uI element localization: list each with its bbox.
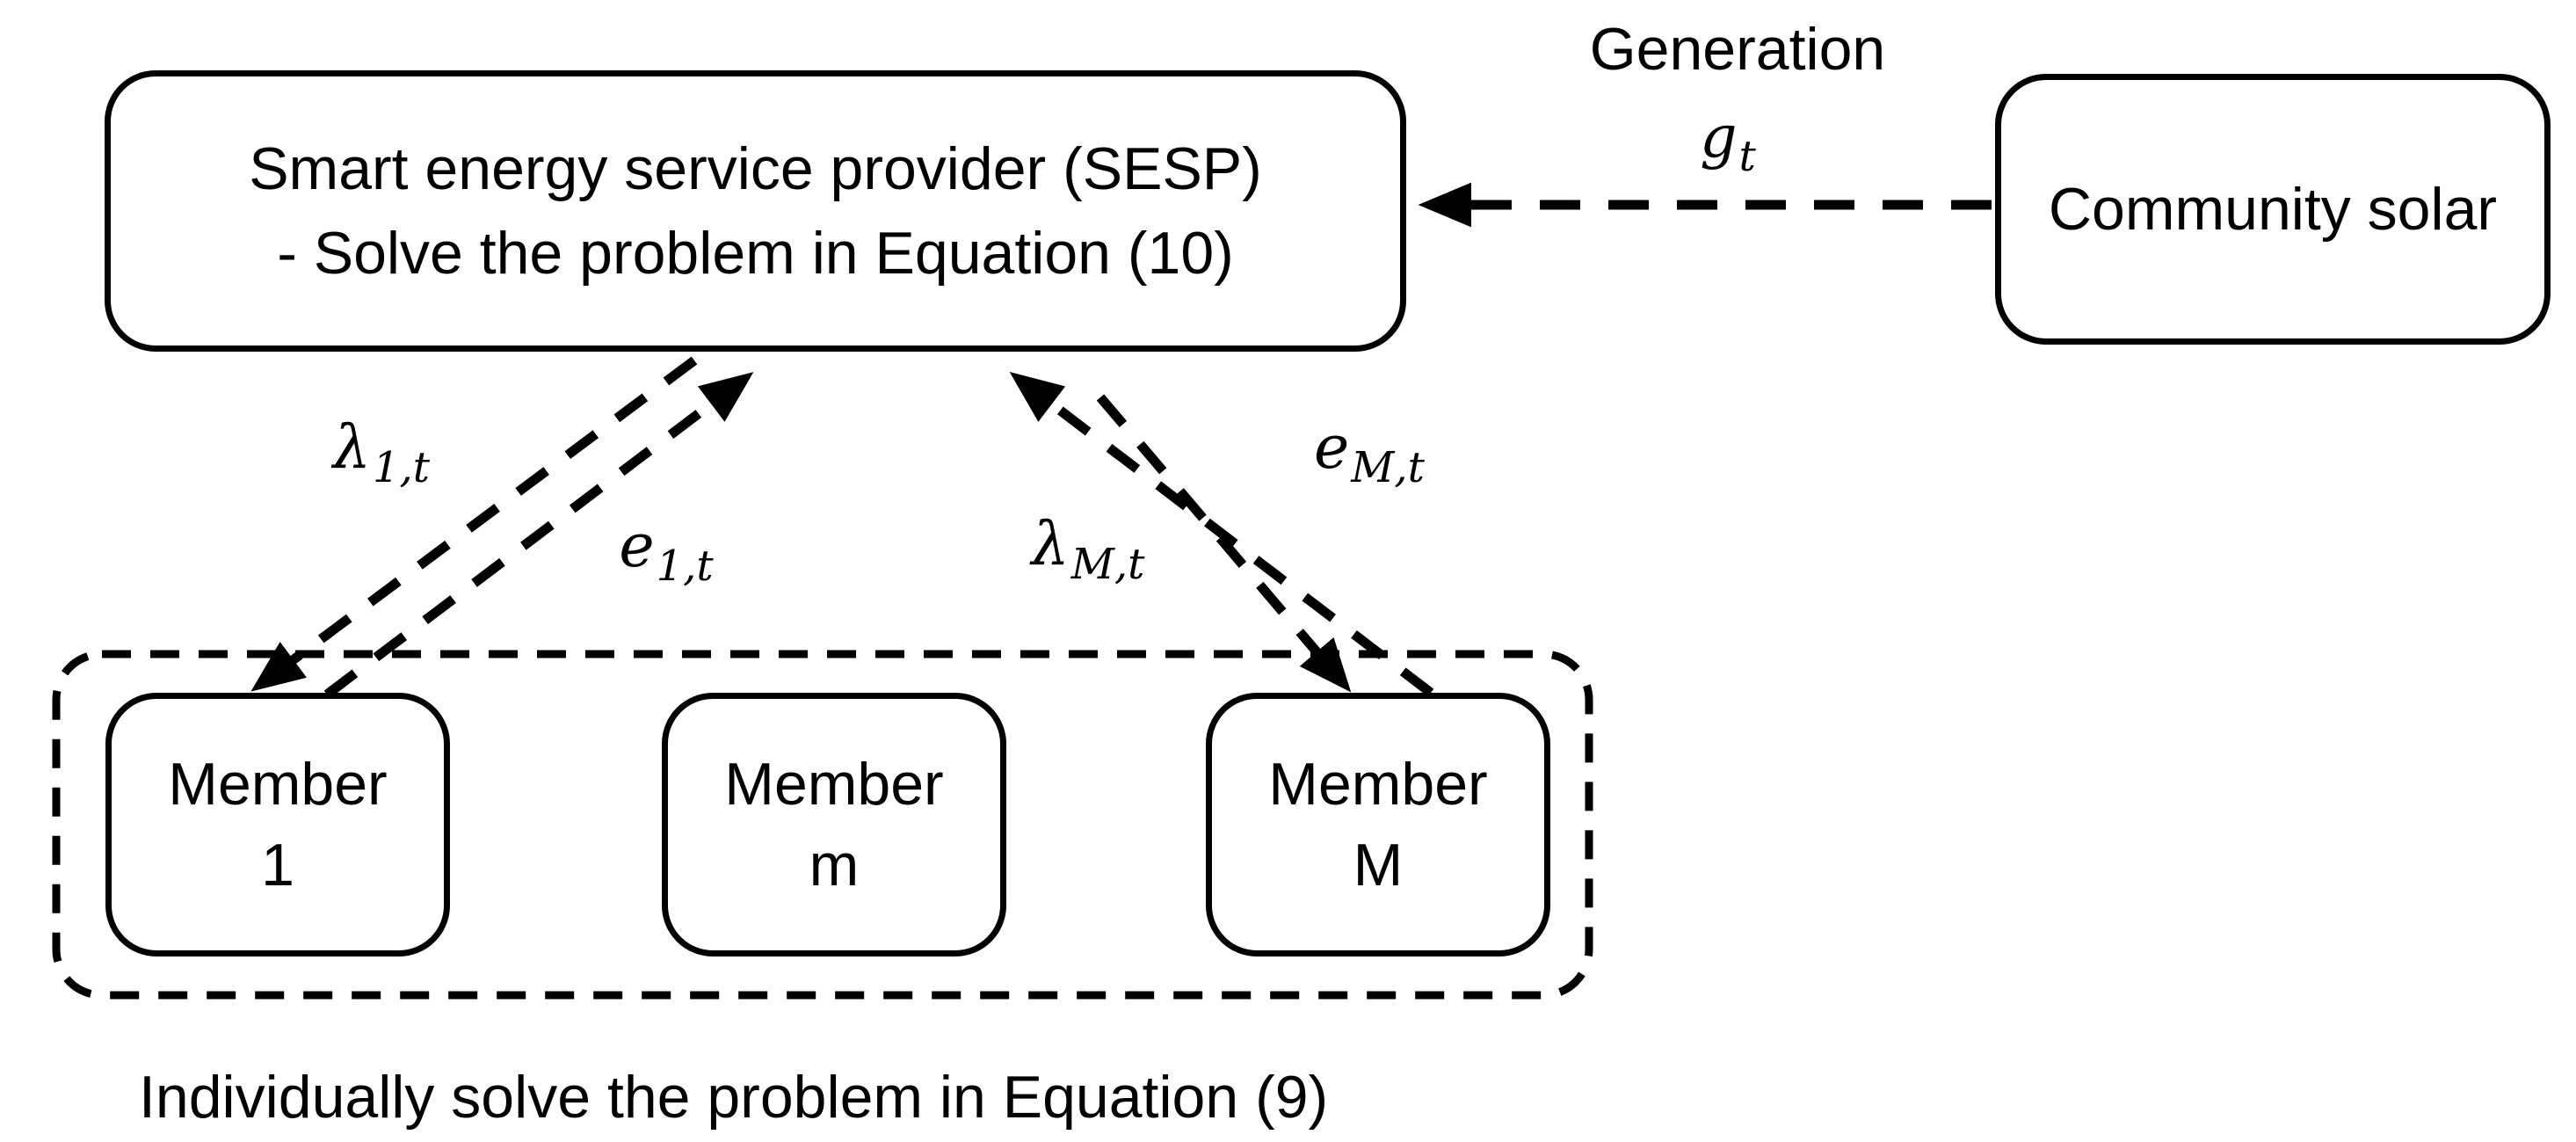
member-1-label-line2: 1 xyxy=(261,832,294,898)
e-M-subscript: M,t xyxy=(1351,443,1425,492)
e-1-arrow xyxy=(323,372,754,699)
community-solar-node: Community solar xyxy=(1995,74,2551,345)
e-1-label: e1,t xyxy=(619,510,713,603)
member-M-label-line2: M xyxy=(1353,832,1404,898)
sesp-subtitle: - Solve the problem in Equation (10) xyxy=(277,220,1234,287)
member-M-label-line1: Member xyxy=(1268,751,1488,818)
generation-symbol: gt xyxy=(1700,104,1756,190)
e-M-label: eM,t xyxy=(1314,411,1425,505)
generation-symbol-subscript: t xyxy=(1738,132,1756,181)
member-m-node: Member m xyxy=(662,693,1006,957)
member-1-label-line1: Member xyxy=(168,751,388,818)
e-1-base: e xyxy=(619,512,655,581)
lambda-1-base: λ xyxy=(332,413,372,483)
e-M-base: e xyxy=(1314,413,1350,483)
member-m-label-line2: m xyxy=(809,832,860,898)
lambda-M-label: λM,t xyxy=(1032,508,1145,601)
generation-symbol-base: g xyxy=(1700,103,1738,171)
lambda-1-arrow xyxy=(250,356,698,692)
lambda-1-label: λ1,t xyxy=(333,411,430,505)
e-M-arrow xyxy=(1009,372,1434,697)
generation-label: Generation xyxy=(1589,16,1886,83)
lambda-M-subscript: M,t xyxy=(1070,540,1145,589)
e-1-subscript: 1,t xyxy=(656,542,714,591)
sesp-title: Smart energy service provider (SESP) xyxy=(249,135,1262,202)
lambda-M-base: λ xyxy=(1031,510,1070,579)
sesp-node: Smart energy service provider (SESP) - S… xyxy=(105,70,1406,352)
community-solar-label: Community solar xyxy=(2048,176,2498,243)
member-1-node: Member 1 xyxy=(105,693,450,957)
lambda-1-subscript: 1,t xyxy=(373,443,431,492)
member-m-label-line1: Member xyxy=(724,751,944,818)
member-M-node: Member M xyxy=(1206,693,1550,957)
members-caption: Individually solve the problem in Equati… xyxy=(139,1064,1329,1131)
